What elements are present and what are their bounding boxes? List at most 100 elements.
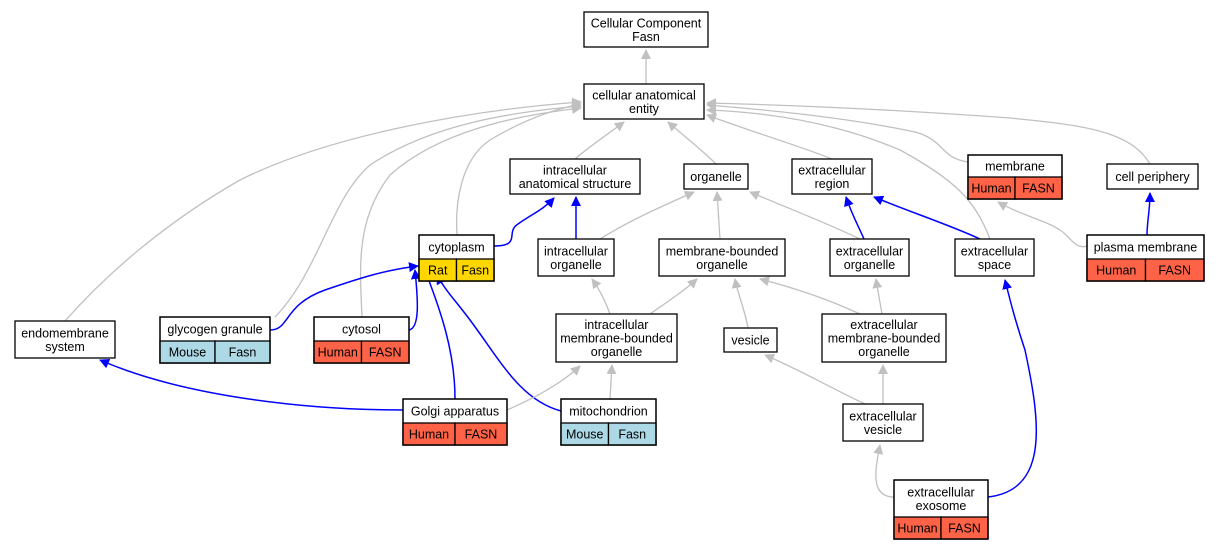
node-label: intracellular — [544, 244, 608, 258]
node-label: organelle — [591, 345, 642, 359]
node-label: intracellular — [543, 163, 607, 177]
node-label: extracellular — [961, 244, 1028, 258]
edge-golgi-to-icmbo — [506, 365, 581, 411]
node-label: vesicle — [864, 423, 902, 437]
edge-ecorg-to-ecregion — [844, 196, 865, 240]
node-border — [313, 316, 410, 364]
node-label: cytosol — [342, 323, 381, 337]
edge-organelle-to-cae — [667, 121, 717, 165]
edge-exosome-to-ecspace — [987, 279, 1038, 498]
node-label: space — [978, 258, 1011, 272]
node-border — [402, 398, 508, 446]
node-box — [537, 238, 615, 277]
species-cell-label: Fasn — [618, 428, 646, 442]
edge-cytosol-to-cytoplasm — [408, 269, 421, 331]
node-border — [560, 398, 657, 446]
node-label: membrane-bounded — [560, 332, 673, 346]
node-label: extracellular — [836, 244, 903, 258]
node-label: mitochondrion — [569, 405, 648, 419]
node-vesicle[interactable]: vesicle — [723, 327, 778, 353]
edge-cytoplasm-to-ias — [493, 197, 555, 247]
edge-icorg-to-organelle — [599, 191, 695, 240]
node-label: cell periphery — [1115, 170, 1190, 184]
node-box — [829, 238, 910, 277]
node-border — [1086, 234, 1205, 282]
edge-icmbo-to-icorg — [591, 278, 611, 315]
node-label: Fasn — [632, 30, 660, 44]
species-cell-label: FASN — [1022, 182, 1055, 196]
node-box — [723, 327, 778, 353]
species-cell-label: Fasn — [461, 264, 489, 278]
node-label: intracellular — [585, 318, 649, 332]
edges-layer — [64, 49, 1155, 498]
edge-glycogen-to-cae — [274, 101, 582, 318]
node-label: organelle — [696, 258, 747, 272]
node-label: anatomical structure — [519, 177, 632, 191]
node-label: organelle — [844, 258, 895, 272]
edge-ecves-to-vesicle — [764, 353, 866, 405]
node-box — [791, 158, 873, 195]
edge-glycogen-to-cytoplasm — [269, 262, 419, 331]
edge-ecmbo-to-ecorg — [872, 278, 883, 315]
species-cell-label: Fasn — [229, 346, 257, 360]
node-label: system — [45, 340, 85, 354]
node-label: organelle — [550, 258, 601, 272]
node-box — [1106, 163, 1199, 190]
edge-ias-to-cae — [574, 121, 625, 160]
node-label: Cellular Component — [591, 16, 702, 30]
node-box — [954, 238, 1035, 277]
species-cell-label: Mouse — [169, 346, 207, 360]
node-box — [583, 83, 705, 120]
edge-pm-to-membrane — [997, 201, 1088, 248]
node-label: Golgi apparatus — [411, 405, 499, 419]
node-label: membrane-bounded — [828, 332, 941, 346]
node-label: membrane-bounded — [666, 244, 779, 258]
node-periphery[interactable]: cell periphery — [1106, 163, 1199, 190]
node-box — [14, 320, 116, 359]
node-label: plasma membrane — [1094, 241, 1198, 255]
node-label: vesicle — [731, 334, 769, 348]
species-cell-label: Human — [897, 522, 937, 536]
species-cell-label: Mouse — [566, 428, 604, 442]
edge-ecspace-to-cae — [706, 105, 991, 240]
species-cell-label: Rat — [428, 264, 448, 278]
edge-pm-to-periphery — [1144, 192, 1155, 236]
node-label: extracellular — [849, 409, 916, 423]
edge-membrane-to-cae — [706, 100, 969, 163]
node-box — [821, 313, 947, 363]
node-organelle[interactable]: organelle — [683, 163, 749, 190]
species-cell-label: Human — [1096, 264, 1136, 278]
node-label: cellular anatomical — [592, 88, 696, 102]
edge-cytosol-to-cae — [359, 104, 582, 318]
edge-endo-to-cae — [64, 97, 582, 322]
species-cell-label: Human — [971, 182, 1011, 196]
node-box — [658, 238, 786, 277]
edge-ecspace-to-ecregion — [873, 195, 981, 240]
node-border — [418, 234, 495, 282]
edge-vesicle-to-mborg — [731, 278, 749, 329]
node-border — [967, 154, 1063, 200]
edge-ecregion-to-cae — [706, 113, 833, 160]
node-label: endomembrane — [21, 326, 109, 340]
